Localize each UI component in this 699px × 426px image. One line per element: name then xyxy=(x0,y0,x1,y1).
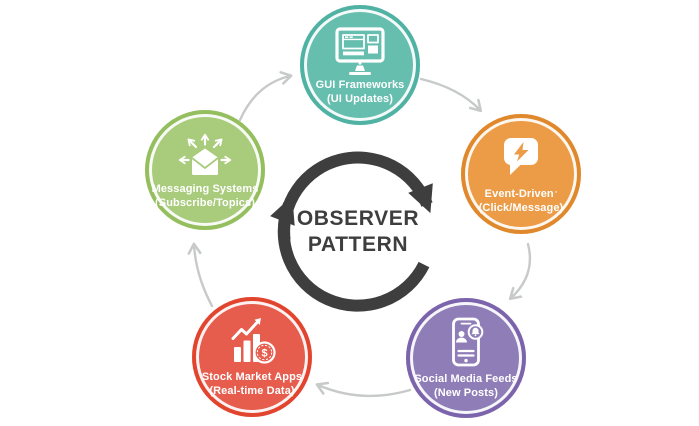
monitor-icon xyxy=(331,24,389,76)
broadcast-envelope-icon xyxy=(175,130,235,180)
node-label: GUI Frameworks xyxy=(315,79,405,91)
center-title: OBSERVER PATTERN xyxy=(268,206,448,258)
connector-social-to-stock xyxy=(315,381,412,398)
connector-stock-to-messaging xyxy=(187,242,214,308)
svg-text:$: $ xyxy=(261,348,267,360)
stock-chart-icon: $ xyxy=(225,316,279,368)
node-gui-frameworks: GUI Frameworks (UI Updates) xyxy=(300,5,420,125)
node-label: Event-Driven▫ xyxy=(484,188,558,200)
node-sublabel: (UI Updates) xyxy=(327,92,393,105)
node-social-media-feeds: Social Media Feeds (New Posts) xyxy=(406,298,526,418)
node-sublabel: (Subscribe/Topics) xyxy=(155,196,255,209)
node-event-driven: Event-Driven▫ (Click/Message) xyxy=(461,114,581,234)
label-suffix-glyph: ▫ xyxy=(554,189,558,196)
chat-lightning-icon xyxy=(495,133,547,183)
phone-notification-icon xyxy=(440,316,492,370)
node-stock-market-apps: $ Stock Market Apps (Real-time Data) xyxy=(192,297,312,417)
node-sublabel: (New Posts) xyxy=(433,386,499,399)
connector-messaging-to-gui xyxy=(238,71,293,122)
node-sublabel: (Real-time Data) xyxy=(209,384,295,397)
node-label: Stock Market Apps xyxy=(201,371,303,383)
connector-event-to-social xyxy=(508,242,532,301)
node-label: Social Media Feeds xyxy=(414,373,518,385)
center-title-line2: PATTERN xyxy=(307,233,409,256)
node-messaging-systems: Messaging Systems (Subscribe/Topics) xyxy=(145,110,265,230)
node-sublabel: (Click/Message) xyxy=(478,201,564,214)
node-label: Messaging Systems xyxy=(151,183,259,195)
center-title-line1: OBSERVER xyxy=(296,207,420,230)
connector-gui-to-event xyxy=(419,77,483,113)
